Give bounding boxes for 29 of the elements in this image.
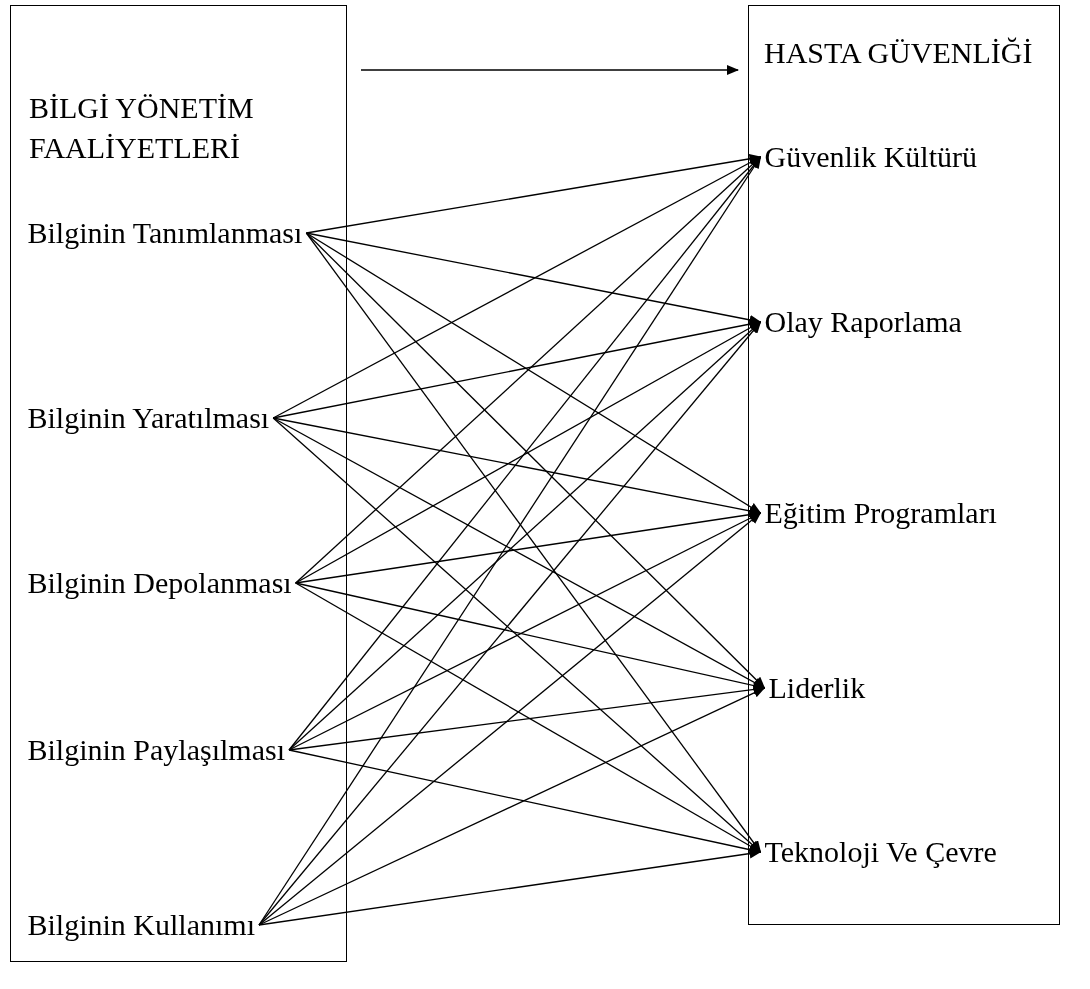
group-heading: HASTA GÜVENLİĞİ [764, 35, 1034, 71]
arrow [295, 156, 762, 584]
item-label: Bilginin Yaratılması [27, 400, 270, 435]
item-label: Eğitim Programları [764, 495, 997, 530]
item-label: Bilginin Tanımlanması [27, 215, 303, 250]
arrow [305, 232, 762, 325]
arrow [272, 417, 762, 853]
arrow [258, 848, 762, 926]
arrow [288, 749, 762, 855]
item-label: Olay Raporlama [764, 304, 962, 339]
item-label: Liderlik [768, 670, 866, 705]
item-label: Teknoloji Ve Çevre [764, 834, 997, 869]
arrow [360, 65, 739, 75]
item-label: Bilginin Kullanımı [27, 907, 255, 942]
arrow [305, 232, 766, 689]
item-label: Güvenlik Kültürü [764, 139, 977, 174]
arrow [288, 684, 766, 751]
arrow [258, 321, 762, 926]
item-label: Bilginin Paylaşılması [27, 732, 285, 767]
arrow [272, 319, 762, 419]
arrow [305, 153, 762, 234]
arrow [258, 687, 766, 926]
arrow [305, 232, 762, 853]
group-box [748, 5, 1060, 925]
item-label: Bilginin Depolanması [27, 565, 292, 600]
group-heading: BİLGİ YÖNETİM FAALİYETLERİ [29, 90, 255, 166]
arrow [258, 512, 762, 926]
group-box [10, 5, 347, 962]
arrow [288, 321, 762, 751]
